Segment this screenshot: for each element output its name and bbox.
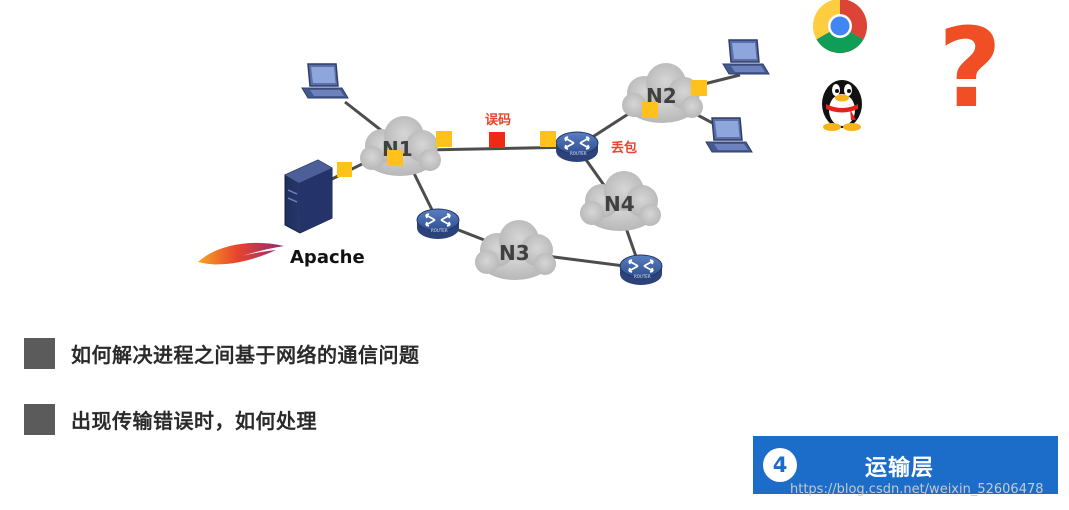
packet-marker xyxy=(436,131,452,147)
laptop-icon xyxy=(705,117,753,153)
packet-markers xyxy=(337,80,707,177)
svg-text:ROUTER: ROUTER xyxy=(570,151,587,156)
layer-badge: 4 运输层 xyxy=(753,436,1058,494)
bullet-square-icon xyxy=(24,404,55,435)
chrome-icon xyxy=(813,0,867,54)
watermark: https://blog.csdn.net/weixin_52606478 xyxy=(790,482,1044,497)
laptop-icon xyxy=(722,39,770,75)
bullet-square-icon xyxy=(24,338,55,369)
error-packet-marker xyxy=(489,132,505,148)
packet-marker xyxy=(642,102,658,118)
cloud-n3-label: N3 xyxy=(499,241,530,265)
layer-title: 运输层 xyxy=(865,456,935,481)
bullet-text: 如何解决进程之间基于网络的通信问题 xyxy=(71,343,420,367)
packet-marker xyxy=(337,162,352,177)
svg-text:ROUTER: ROUTER xyxy=(431,228,448,233)
question-mark-icon: ? xyxy=(938,4,1002,132)
cloud-n2: N2 xyxy=(622,63,703,123)
apache-label: Apache xyxy=(290,247,365,268)
laptop-icon xyxy=(301,63,349,99)
bullet-item: 出现传输错误时，如何处理 xyxy=(24,404,317,435)
link-n1-router1 xyxy=(424,145,578,152)
cloud-n3: N3 xyxy=(475,220,556,280)
svg-text:ROUTER: ROUTER xyxy=(634,274,651,279)
apache-feather-icon xyxy=(198,242,284,266)
layer-number: 4 xyxy=(763,448,797,482)
cloud-n4: N4 xyxy=(580,171,661,231)
bullet-text: 出现传输错误时，如何处理 xyxy=(71,409,317,433)
qq-penguin-icon xyxy=(822,80,862,131)
packet-marker xyxy=(691,80,707,96)
cloud-n4-label: N4 xyxy=(604,192,635,216)
router-3: ROUTER xyxy=(619,254,663,286)
error-label: 误码 xyxy=(485,113,511,128)
packet-marker xyxy=(540,131,556,147)
packet-marker xyxy=(387,150,403,166)
router-2: ROUTER xyxy=(416,208,460,240)
server-icon xyxy=(284,159,333,234)
router-1: ROUTER xyxy=(555,131,599,163)
bullet-item: 如何解决进程之间基于网络的通信问题 xyxy=(24,338,420,369)
loss-label: 丢包 xyxy=(611,140,637,156)
